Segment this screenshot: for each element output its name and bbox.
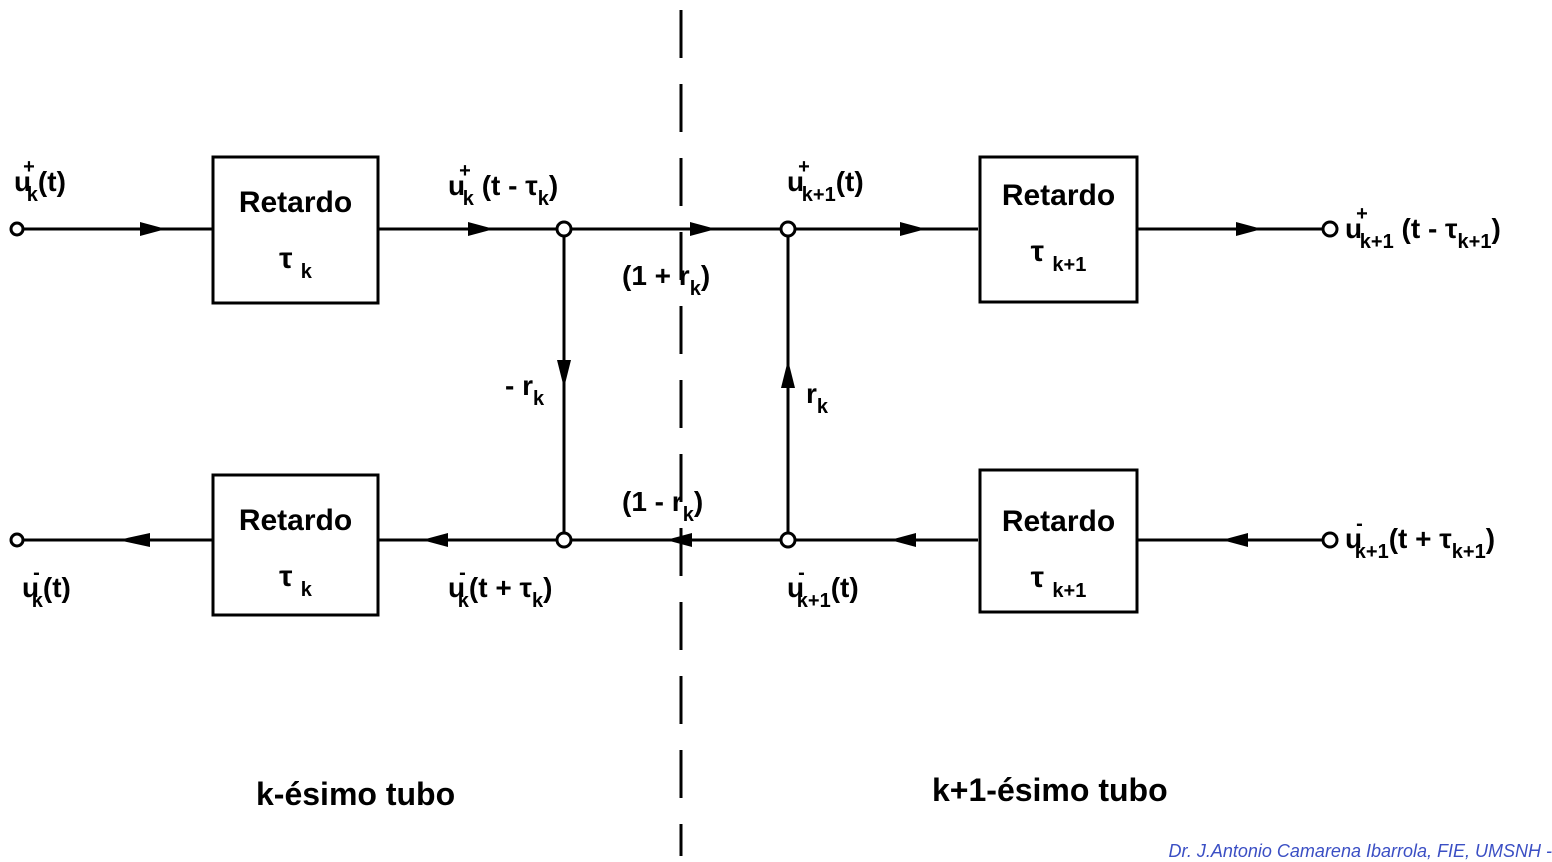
arrow-top-5 xyxy=(1236,222,1262,236)
arrow-top-2 xyxy=(468,222,494,236)
delay-block-bottom-right xyxy=(978,468,1139,614)
arrow-reflect-down xyxy=(557,360,571,388)
arrow-bottom-4 xyxy=(890,533,916,547)
tau-symbol: τ xyxy=(279,560,293,593)
tau-subscript: k xyxy=(300,261,312,283)
arrow-bottom-2 xyxy=(422,533,448,547)
arrow-reflect-up xyxy=(781,360,795,388)
gain-backward: (1 - rk) xyxy=(622,486,704,526)
delay-title: Retardo xyxy=(238,504,353,537)
delay-symbol: τ k+1 xyxy=(980,235,1137,277)
node-input-top xyxy=(9,221,25,237)
signal-out-top: u+k+1 (t - τk+1) xyxy=(1345,203,1501,253)
delay-block-top-right xyxy=(978,155,1139,304)
arrow-top-4 xyxy=(900,222,926,236)
region-left-label: k-ésimo tubo xyxy=(256,776,456,812)
arrow-top-1 xyxy=(140,222,166,236)
arrow-bottom-5 xyxy=(1222,533,1248,547)
region-right-label: k+1-ésimo tubo xyxy=(932,772,1168,808)
signal-in-top: u+k(t) xyxy=(14,156,66,206)
signal-mid-top-left: u+k (t - τk) xyxy=(448,160,559,210)
signal-out-bottom: u-k(t) xyxy=(22,562,71,612)
delay-symbol: τ k xyxy=(213,560,378,602)
gain-forward: (1 + rk) xyxy=(622,260,711,300)
signal-mid-bottom-left: u-k(t + τk) xyxy=(448,562,553,612)
signal-mid-bottom-right: u-k+1(t) xyxy=(787,562,859,612)
delay-block-top-right-text: Retardo τ k+1 xyxy=(980,179,1137,277)
tau-symbol: τ xyxy=(1030,235,1045,268)
tau-subscript: k+1 xyxy=(1052,254,1087,276)
delay-block-bottom-left-text: Retardo τ k xyxy=(213,504,378,602)
node-output-bottom xyxy=(9,532,25,548)
arrow-bottom-1 xyxy=(118,533,150,547)
node-junction-top-right xyxy=(779,220,797,238)
delay-symbol: τ k xyxy=(213,242,378,284)
delay-block-top-left-text: Retardo τ k xyxy=(213,186,378,284)
gain-reflect-down: - rk xyxy=(505,370,545,410)
tau-symbol: τ xyxy=(279,242,293,275)
delay-title: Retardo xyxy=(1001,179,1116,212)
delay-title: Retardo xyxy=(238,186,353,219)
tau-symbol: τ xyxy=(1030,561,1045,594)
delay-block-top-left xyxy=(211,155,380,305)
arrow-bottom-3 xyxy=(666,533,692,547)
footer-credit: Dr. J.Antonio Camarena Ibarrola, FIE, UM… xyxy=(1168,841,1552,861)
delay-block-bottom-left xyxy=(211,473,380,617)
gain-reflect-up: rk xyxy=(806,378,829,418)
signal-mid-top-right: u+k+1(t) xyxy=(787,156,864,206)
delay-block-bottom-right-text: Retardo τ k+1 xyxy=(980,505,1137,603)
node-output-top xyxy=(1321,220,1339,238)
delay-symbol: τ k+1 xyxy=(980,561,1137,603)
tau-subscript: k xyxy=(300,579,312,601)
node-junction-top-left xyxy=(555,220,573,238)
node-junction-bottom-right xyxy=(779,531,797,549)
arrow-top-3 xyxy=(690,222,716,236)
delay-title: Retardo xyxy=(1001,505,1116,538)
tau-subscript: k+1 xyxy=(1052,580,1087,602)
signal-in-bottom: u-k+1(t + τk+1) xyxy=(1345,513,1496,563)
node-input-bottom xyxy=(1321,531,1339,549)
node-junction-bottom-left xyxy=(555,531,573,549)
